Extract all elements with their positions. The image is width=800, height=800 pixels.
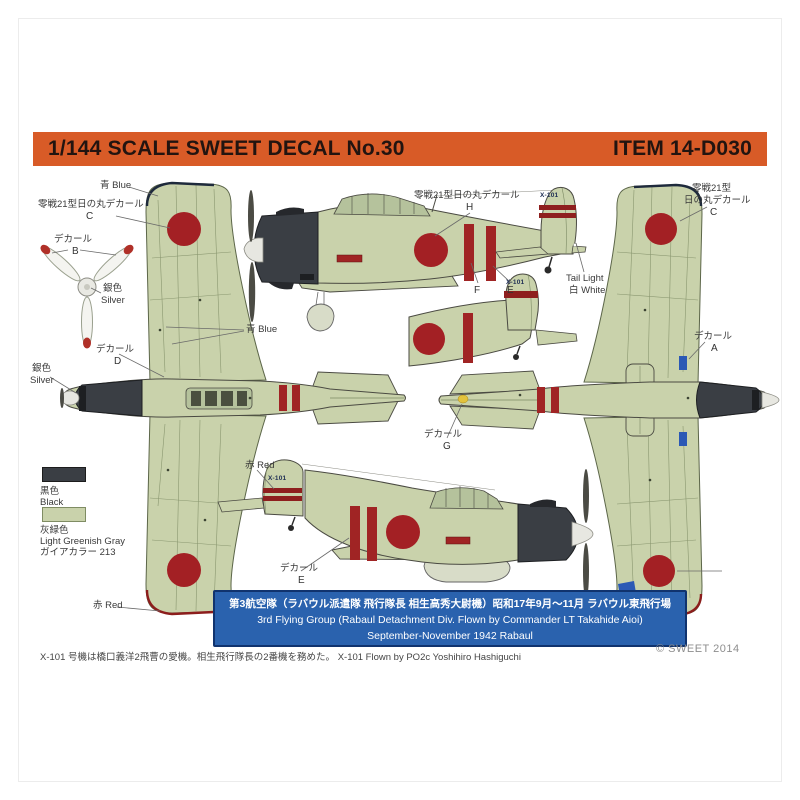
label-hinomaru-c-right-l1: 零戦21型 [692,183,732,194]
label-decal-a: デカール [694,331,733,342]
label-silver-propeller-en: Silver [101,295,125,306]
propeller-illustration [40,244,134,349]
label-stripe-e: E [507,285,514,296]
label-hinomaru-c-left-letter: C [86,211,94,222]
label-decal-e-letter: E [298,575,305,586]
label-decal-d-letter: D [114,356,122,367]
side-profile-bottom [217,459,594,599]
bottom-view-aircraft [438,183,780,617]
footnote: X-101 号機は橋口義洋2飛曹の愛機。相生飛行隊長の2番機を務めた。 X-10… [40,652,521,663]
tail-code: X-101 [540,192,559,199]
label-decal-a-letter: A [711,343,718,354]
label-decal-g-letter: G [443,441,451,452]
label-tail-light-l1: Tail Light [566,273,604,284]
tail-code: X-101 [506,279,525,286]
color-swatch-black [42,467,86,482]
label-silver-cowling-jp: 銀色 [32,363,52,374]
label-decal-b-letter: B [72,246,79,257]
header-bar: 1/144 SCALE SWEET DECAL No.30 ITEM 14-D0… [33,132,767,166]
pointer-lines [49,186,722,612]
label-blue-wing: 青 Blue [246,324,278,335]
label-red-wingtip: 赤 Red [93,600,123,611]
label-stripe-f: F [474,285,481,296]
copyright: © SWEET 2014 [656,643,740,655]
info-box-line1: 第3航空隊（ラバウル派遣隊 飛行隊長 相生高秀大尉機）昭和17年9月～11月 ラ… [229,598,671,610]
label-decal-d: デカール [96,344,135,355]
label-hinomaru-h: 零戦21型日の丸デカール [414,190,520,201]
legend-black-en: Black [40,497,64,508]
info-box-line3: September-November 1942 Rabaul [367,630,533,642]
info-box: 第3航空隊（ラバウル派遣隊 飛行隊長 相生高秀大尉機）昭和17年9月～11月 ラ… [213,590,687,647]
header-item-number: ITEM 14-D030 [613,137,752,160]
header-title: 1/144 SCALE SWEET DECAL No.30 [48,137,405,160]
label-decal-b: デカール [54,234,93,245]
label-hinomaru-h-letter: H [466,202,474,213]
legend-green-note: ガイアカラー 213 [40,547,116,558]
legend-black-jp: 黒色 [40,486,60,497]
side-profile-top [243,186,587,332]
label-blue-top: 青 Blue [100,180,132,191]
info-box-line2: 3rd Flying Group (Rabaul Detachment Div.… [257,614,643,626]
legend-green-jp: 灰緑色 [40,525,69,536]
tail-detail-view [408,273,578,367]
label-decal-e: デカール [280,563,319,574]
label-decal-g: デカール [424,429,463,440]
label-silver-cowling-en: Silver [30,375,54,386]
label-hinomaru-c-left: 零戦21型日の丸デカール [38,199,144,210]
label-hinomaru-c-right-letter: C [710,207,718,218]
label-silver-propeller-jp: 銀色 [103,283,123,294]
label-hinomaru-c-right-l2: 日の丸デカール [684,195,751,206]
label-tail-light-l2: 白 White [569,285,606,296]
legend-green-en: Light Greenish Gray [40,536,126,547]
label-red-tail: 赤 Red [245,460,275,471]
color-swatch-green [42,507,86,522]
tail-code: X-101 [268,475,287,482]
